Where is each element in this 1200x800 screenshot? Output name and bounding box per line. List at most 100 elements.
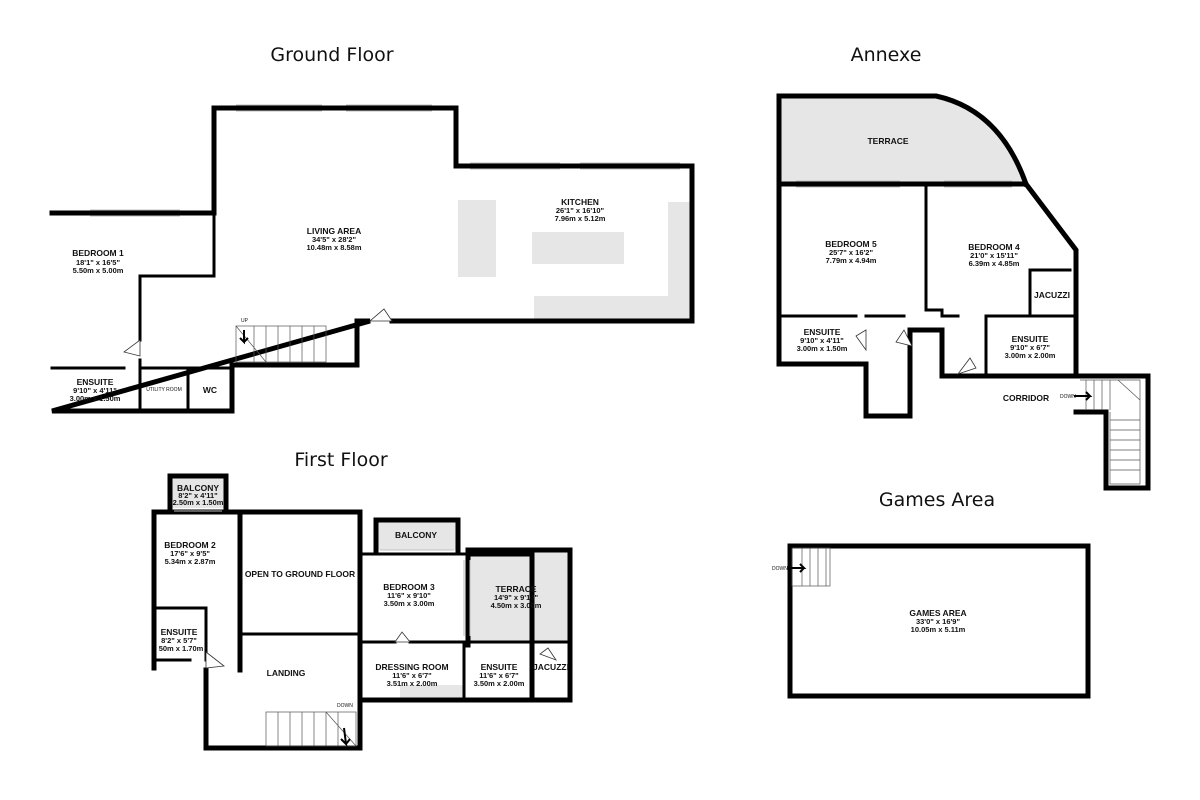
first-terrace-name: TERRACE	[495, 584, 536, 594]
bedroom3-imperial: 11'6" x 9'10"	[387, 591, 431, 600]
terrace-floor	[468, 551, 571, 642]
bedroom2-name: BEDROOM 2	[164, 540, 216, 550]
games-name: GAMES AREA	[909, 608, 966, 618]
ground-ensuite-imperial: 9'10" x 4'11"	[73, 386, 117, 395]
bedroom5-metric: 7.79m x 4.94m	[826, 256, 877, 265]
first-outer-wall	[151, 509, 363, 751]
kitchen-imperial: 26'1" x 16'10"	[556, 206, 605, 215]
balcony1-imperial: 8'2" x 4'11"	[178, 491, 218, 500]
bedroom3-door	[394, 631, 411, 643]
first-ensuite2-name: ENSUITE	[481, 662, 518, 672]
annexe-plan: DOWN TERRACE BEDROOM 5 25'7" x 16'2" 7.7…	[776, 93, 1151, 491]
bedroom4-imperial: 21'0" x 15'11"	[970, 251, 1018, 260]
kitchen-counter-right	[668, 202, 692, 320]
first-stair-label: DOWN	[337, 703, 353, 709]
games-outer-wall	[787, 543, 1091, 699]
bedroom1-metric: 5.50m x 5.00m	[73, 266, 124, 275]
bedroom1-name: BEDROOM 1	[72, 248, 124, 258]
dressing-name: DRESSING ROOM	[375, 662, 448, 672]
first-ensuite1-imperial: 8'2" x 5'7"	[161, 636, 197, 645]
balcony2-floor	[378, 520, 456, 550]
bedroom1-imperial: 18'1" x 16'5"	[76, 258, 120, 267]
annexe-bedroom4-door	[956, 357, 977, 375]
games-stair-label: DOWN	[772, 566, 788, 572]
bedroom3-name: BEDROOM 3	[383, 582, 435, 592]
bedroom1-door	[123, 339, 141, 357]
kitchen-name: KITCHEN	[561, 197, 599, 207]
annexe-inner-walls	[777, 182, 1078, 378]
living-name: LIVING AREA	[307, 226, 361, 236]
games-imperial: 33'0" x 16'9"	[916, 617, 960, 626]
annexe-stair-wall	[1073, 373, 1151, 491]
ground-stair-label: UP	[241, 318, 249, 324]
bedroom5-name: BEDROOM 5	[825, 239, 877, 249]
balcony2-name: BALCONY	[395, 530, 437, 540]
games-area-plan: DOWN GAMES AREA 33'0" x 16'9" 10.05m x 5…	[772, 543, 1091, 699]
jacuzzi-door	[539, 647, 558, 661]
kitchen-counter-left	[458, 200, 496, 277]
annexe-terrace-name: TERRACE	[867, 136, 908, 146]
bedroom5-imperial: 25'7" x 16'2"	[829, 248, 873, 257]
first-inner-walls	[152, 552, 572, 702]
open-name: OPEN TO GROUND FLOOR	[245, 569, 355, 579]
living-door	[368, 308, 393, 322]
annexe-ensuite2-imperial: 9'10" x 6'7"	[1010, 343, 1050, 352]
bedroom2-imperial: 17'6" x 9'5"	[170, 549, 210, 558]
first-jacuzzi-name: JACUZZI	[533, 662, 569, 672]
annexe-title: Annexe	[851, 44, 922, 66]
annexe-terrace-floor	[779, 96, 1026, 184]
annexe-stair: DOWN	[1060, 379, 1141, 485]
first-terrace-metric: 4.50m x 3.00m	[491, 601, 542, 610]
bedroom3-metric: 3.50m x 3.00m	[384, 599, 435, 608]
annexe-ensuite1-metric: 3.00m x 1.50m	[797, 344, 848, 353]
first-ensuite1-metric: 50m x 1.70m	[159, 644, 204, 653]
bedroom4-metric: 6.39m x 4.85m	[969, 259, 1020, 268]
annexe-ensuite1-door	[855, 329, 867, 352]
living-metric: 10.48m x 8.58m	[306, 243, 361, 252]
ground-bathroom-walls	[50, 358, 234, 413]
games-stair: DOWN	[772, 547, 831, 587]
first-ensuite2-metric: 3.50m x 2.00m	[474, 679, 525, 688]
kitchen-metric: 7.96m x 5.12m	[555, 214, 606, 223]
first-stair: DOWN	[265, 703, 357, 747]
annexe-ensuite1-name: ENSUITE	[804, 327, 841, 337]
annexe-bedroom5-door	[895, 329, 913, 347]
bedroom2-metric: 5.34m x 2.87m	[165, 557, 216, 566]
first-floor-plan: DOWN BALCONY 8'2" x 4'11" 2.50m x 1.50m …	[151, 473, 573, 751]
ground-stair: UP	[235, 318, 327, 363]
dressing-imperial: 11'6" x 6'7"	[392, 671, 432, 680]
bedroom4-name: BEDROOM 4	[968, 242, 1020, 252]
ground-floor-title: Ground Floor	[270, 44, 393, 66]
dressing-fitting	[400, 685, 465, 701]
annexe-ensuite2-metric: 3.00m x 2.00m	[1005, 351, 1056, 360]
annexe-ensuite1-imperial: 9'10" x 4'11"	[800, 336, 844, 345]
balcony1-floor	[170, 476, 226, 508]
dressing-metric: 3.51m x 2.00m	[387, 679, 438, 688]
games-area-title: Games Area	[879, 489, 995, 511]
first-floor-title: First Floor	[294, 449, 387, 471]
landing-name: LANDING	[267, 668, 306, 678]
games-metric: 10.05m x 5.11m	[911, 625, 966, 634]
first-ensuite2-imperial: 11'6" x 6'7"	[479, 671, 519, 680]
utility-name: UTILITY ROOM	[146, 387, 181, 393]
ground-ensuite-name: ENSUITE	[77, 377, 114, 387]
first-ensuite1-name: ENSUITE	[161, 627, 198, 637]
annexe-terrace-wall	[776, 93, 1030, 188]
ground-floor-plan: UP BEDROOM 1 18'1" x 16'5" 5.50m x 5.00m…	[49, 104, 695, 414]
first-terrace-imperial: 14'9" x 9'10"	[494, 593, 538, 602]
kitchen-counter-bottom	[534, 296, 670, 320]
kitchen-island	[532, 232, 624, 264]
first-ensuite-door	[205, 651, 226, 669]
annexe-stair-label: DOWN	[1060, 394, 1076, 400]
first-east-wall	[357, 517, 573, 703]
balcony1-name: BALCONY	[177, 483, 219, 493]
annexe-jacuzzi-name: JACUZZI	[1034, 290, 1070, 300]
annexe-ensuite2-name: ENSUITE	[1012, 334, 1049, 344]
corridor-name: CORRIDOR	[1003, 393, 1049, 403]
balcony1-metric: 2.50m x 1.50m	[173, 498, 224, 507]
bedroom1-wall	[138, 211, 216, 342]
ground-ensuite-metric: 3.00m x 1.50m	[70, 394, 121, 403]
balcony1-wall	[167, 473, 229, 511]
annexe-outer-wall	[776, 181, 1079, 419]
